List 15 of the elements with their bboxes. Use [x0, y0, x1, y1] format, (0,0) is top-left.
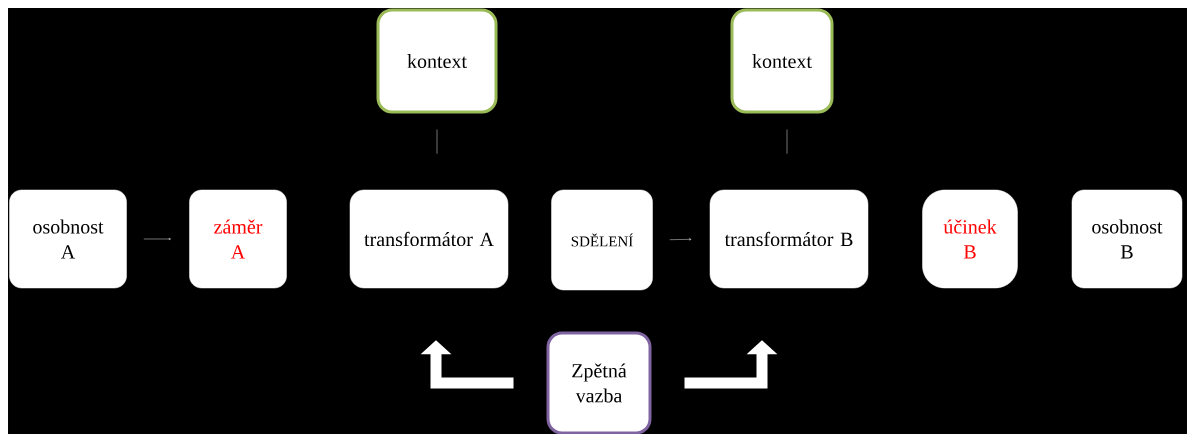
- connector-line: [436, 129, 438, 155]
- person-box: osobnost A: [9, 189, 127, 289]
- context-box: kontext: [730, 8, 834, 114]
- arrow: [143, 237, 171, 241]
- block-arrow: [420, 340, 514, 389]
- effect-box: účinek B: [922, 189, 1018, 289]
- transformer-box: transformátor A: [349, 189, 509, 289]
- arrow: [669, 238, 692, 241]
- person-box: osobnost B: [1071, 189, 1183, 289]
- intent-box: záměr A: [189, 189, 287, 289]
- feedback-box: Zpětná vazba: [546, 331, 652, 434]
- context-box: kontext: [376, 8, 498, 114]
- transformer-box: transformátor B: [709, 189, 869, 289]
- connector-line: [786, 129, 788, 155]
- message-box: SDĚLENÍ: [551, 189, 653, 291]
